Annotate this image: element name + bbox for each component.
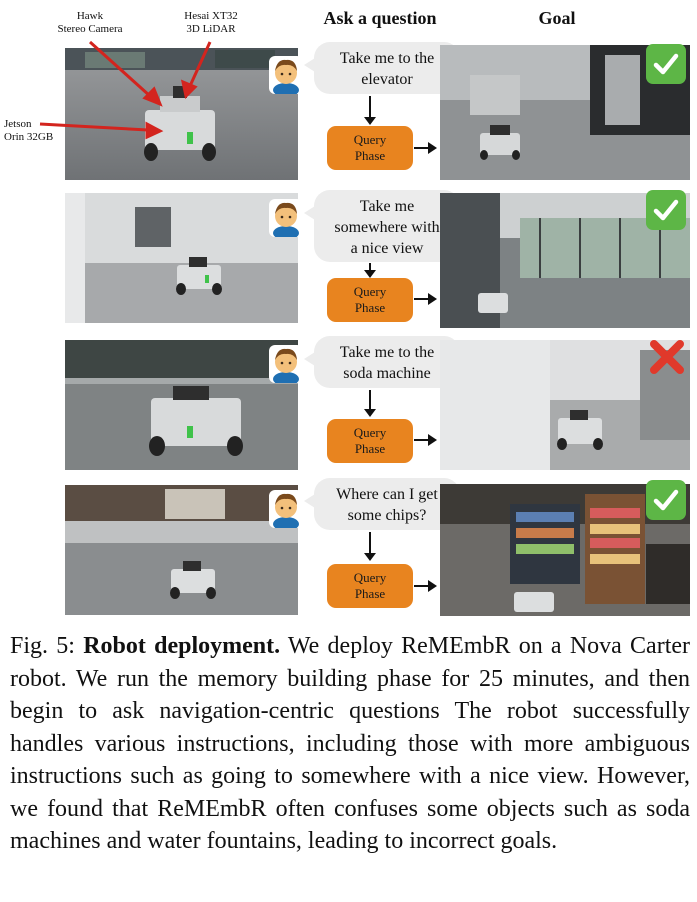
person-emoji-icon bbox=[269, 199, 303, 240]
flow-line bbox=[414, 147, 430, 149]
goal-photo-4 bbox=[440, 484, 690, 616]
flow-arrow-right bbox=[428, 434, 437, 446]
flow-line bbox=[369, 263, 371, 271]
flow-arrow-down bbox=[364, 553, 376, 561]
ask-question-header: Ask a question bbox=[323, 8, 437, 28]
person-emoji-icon bbox=[269, 345, 303, 386]
goal-header: Goal bbox=[538, 8, 576, 28]
person-emoji-icon bbox=[269, 490, 303, 531]
flow-line bbox=[369, 96, 371, 118]
robot-photo-1 bbox=[65, 48, 298, 180]
flow-arrow-down bbox=[364, 270, 376, 278]
flow-line bbox=[414, 585, 430, 587]
robot-photo-4 bbox=[65, 485, 298, 615]
figure-caption: Fig. 5: Robot deployment. We deploy ReME… bbox=[10, 630, 690, 858]
flow-arrow-down bbox=[364, 409, 376, 417]
flow-arrow-right bbox=[428, 293, 437, 305]
goal-photo-3 bbox=[440, 340, 690, 470]
person-emoji-icon bbox=[269, 56, 303, 97]
robot-photo-3 bbox=[65, 340, 298, 470]
caption-title: Robot deployment. bbox=[83, 633, 281, 659]
check-mark-icon bbox=[646, 44, 686, 84]
sensor-pointer-arrows bbox=[39, 40, 212, 140]
flow-arrow-right bbox=[428, 142, 437, 154]
flow-line bbox=[414, 298, 430, 300]
flow-arrow-down bbox=[364, 117, 376, 125]
caption-text: We deploy ReMEmbR on a Nova Carter robot… bbox=[10, 633, 691, 854]
robot-photo-2 bbox=[65, 193, 298, 323]
cross-mark-icon bbox=[647, 337, 687, 377]
check-mark-icon bbox=[646, 480, 686, 520]
check-mark-icon bbox=[646, 190, 686, 230]
flow-line bbox=[369, 532, 371, 554]
flow-line bbox=[369, 390, 371, 410]
flow-arrow-right bbox=[428, 580, 437, 592]
flow-line bbox=[414, 439, 430, 441]
caption-label: Fig. 5: bbox=[10, 633, 75, 659]
